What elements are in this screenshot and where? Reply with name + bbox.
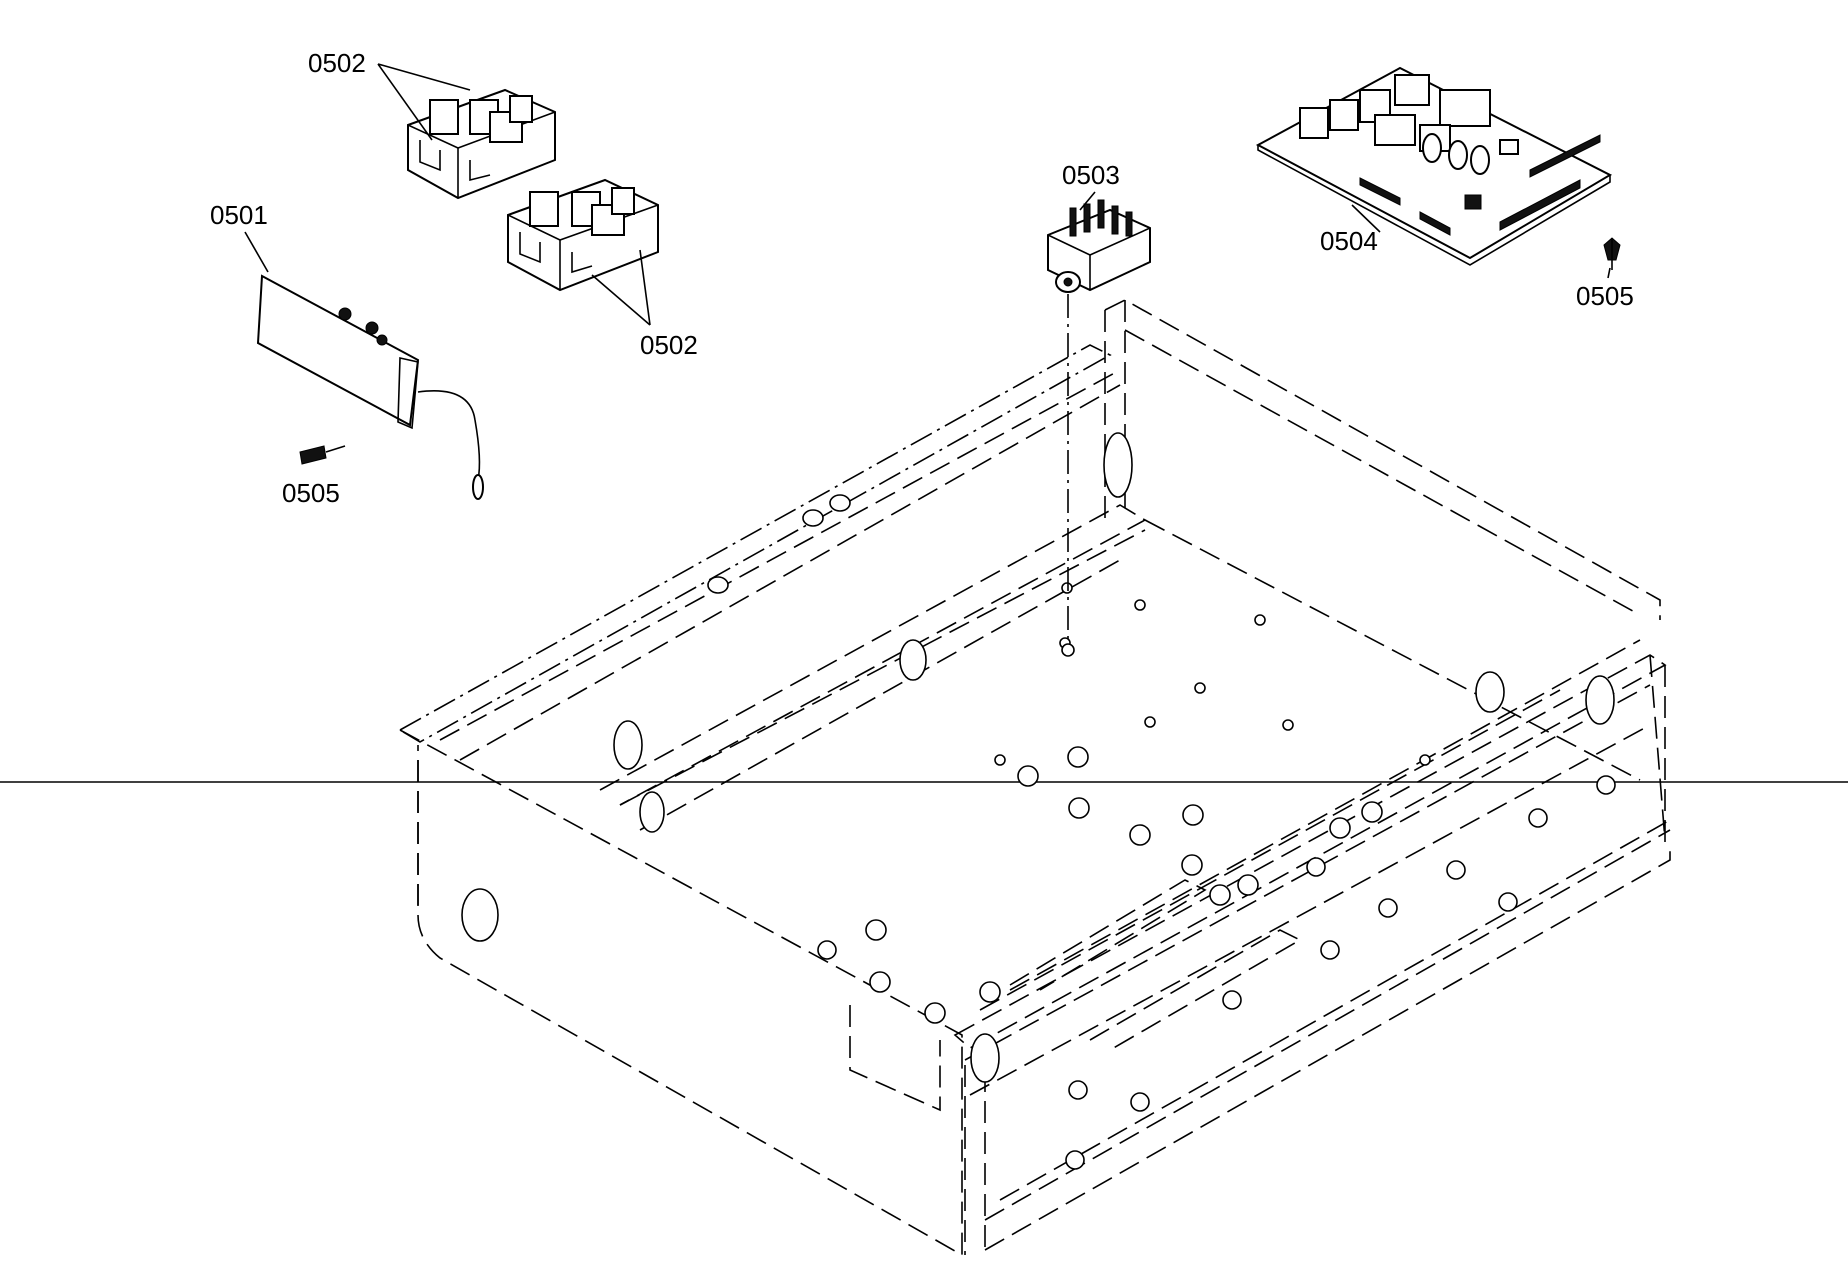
callout-0505-right: 0505 (1576, 281, 1634, 311)
part-0505-screw-left (299, 445, 346, 465)
part-0505-screw-right (1603, 237, 1621, 270)
leader-lines (244, 63, 1611, 326)
part-0502-relay-bottom (507, 178, 659, 292)
callout-0503: 0503 (1062, 160, 1120, 190)
callout-0504: 0504 (1320, 226, 1378, 256)
part-0503-terminal-block (1047, 199, 1151, 657)
callout-0502-bottom: 0502 (640, 330, 698, 360)
chassis-base (398, 299, 1671, 1257)
callout-0502-top: 0502 (308, 48, 366, 78)
part-0504-main-pcb (1255, 66, 1613, 266)
callout-0501: 0501 (210, 200, 268, 230)
part-0502-relay-top (407, 88, 556, 200)
callout-0505-left: 0505 (282, 478, 340, 508)
part-0501-pcb (256, 274, 484, 500)
